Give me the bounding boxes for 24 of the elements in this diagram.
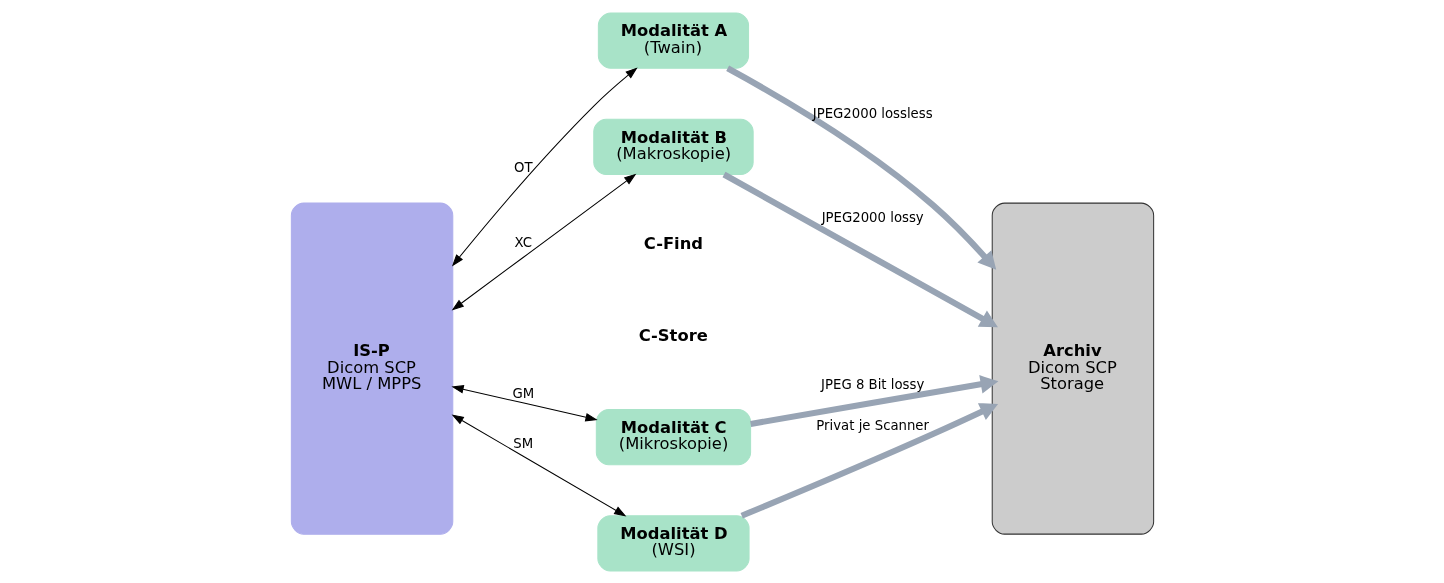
edge-label: Privat je Scanner (815, 417, 929, 433)
node-box: Modalität B (Makroskopie) (592, 118, 754, 175)
arrow (451, 66, 638, 266)
node-box: IS-P Dicom SCP MWL / MPPS (290, 202, 453, 535)
node-box: Archiv Dicom SCP Storage (991, 202, 1154, 535)
edge-label: SM (512, 435, 533, 451)
edge-label: JPEG 8 Bit lossy (820, 376, 924, 392)
arrow (749, 374, 998, 427)
edge-label: JPEG2000 lossy (821, 209, 924, 225)
edge-label: JPEG2000 lossless (812, 105, 933, 121)
edge-label: OT (513, 159, 533, 175)
node-box: Modalität C (Mikroskopie) (595, 408, 751, 465)
arrow (725, 65, 996, 270)
arrow (740, 402, 998, 519)
label: C-Store (638, 325, 708, 345)
node-box: Modalität A (Twain) (597, 12, 749, 69)
edge-label: XC (514, 234, 532, 250)
arrow (451, 413, 626, 516)
arrow (451, 173, 636, 310)
node-box: Modalität D (WSI) (596, 514, 750, 571)
arrow (722, 171, 998, 327)
edge-label: GM (511, 385, 534, 401)
arrow (450, 384, 598, 421)
label: C-Find (643, 233, 703, 253)
